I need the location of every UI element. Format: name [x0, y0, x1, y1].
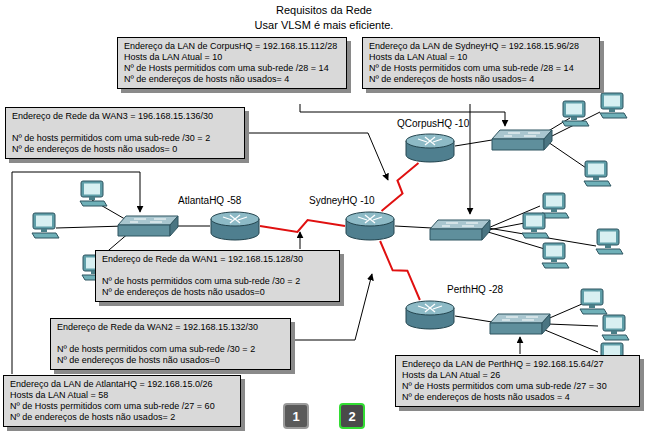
- callout-line: Hosts da LAN Atual = 10: [124, 52, 340, 63]
- router-shape: [345, 211, 395, 241]
- callout-line: Nº de Hosts permitidos com uma sub-rede …: [10, 401, 234, 412]
- router-shape: [405, 300, 455, 330]
- info-callout: Endereço de Rede da WAN3 = 196.168.15.13…: [5, 107, 245, 159]
- page-button: 2: [339, 403, 365, 429]
- info-callout: Endereço da LAN de SydneyHQ = 192.168.15…: [362, 37, 600, 89]
- callout-line: Hosts da LAN Atual = 10: [369, 52, 593, 63]
- callout-line: Nº de endereços de hosts não usados=0: [102, 287, 333, 298]
- info-callout: Endereço da LAN de CorpusHQ = 192.168.15…: [117, 37, 347, 89]
- info-callout: Endereço de Rede da WAN2 = 192.168.15.13…: [50, 318, 291, 370]
- callout-line: Nº de endereços de hosts não usados= 0: [12, 144, 238, 155]
- router-icon: SydneyHQ -10: [345, 211, 395, 241]
- callout-line: Hosts da LAN Atual = 58: [10, 390, 234, 401]
- callout-line: Endereço de Rede da WAN1 = 192.168.15.12…: [102, 254, 333, 265]
- button-number: 2: [348, 409, 355, 424]
- callout-line: Nº de endereços de hosts não usados= 4: [124, 74, 340, 85]
- serial-link: [260, 220, 345, 232]
- router-shape: [210, 211, 260, 241]
- subtitle-note: Usar VLSM é mais eficiente.: [0, 19, 648, 31]
- router-label: QCorpusHQ -10: [397, 118, 469, 130]
- callout-line: Nº de hosts permitidos com uma sub-rede …: [12, 133, 238, 144]
- callout-line: Endereço de Rede da WAN2 = 192.168.15.13…: [57, 322, 284, 333]
- router-icon: QCorpusHQ -10: [405, 133, 455, 163]
- callout-line: Endereço de Rede da WAN3 = 196.168.15.13…: [12, 111, 238, 122]
- callout-line: Hosts da LAN Atual = 26: [402, 370, 633, 381]
- callout-line: Nº de endereços de hosts não usados=0: [57, 355, 284, 366]
- callout-line: Endereço da LAN de CorpusHQ = 192.168.15…: [124, 41, 340, 52]
- serial-link: [382, 163, 419, 211]
- callout-line: Nº de Hosts permitidos com uma sub-rede …: [402, 381, 633, 392]
- callout-line: Endereço da LAN de AtlantaHQ = 192.168.1…: [10, 379, 234, 390]
- serial-link: [380, 241, 420, 300]
- button-number: 1: [292, 409, 299, 424]
- callout-line: Nº de Hosts permitidos com uma sub-rede …: [369, 63, 593, 74]
- callout-line: Nº de hosts permitidos com uma sub-rede …: [102, 276, 333, 287]
- callout-line: Nº de hosts permitidos com uma sub-rede …: [57, 344, 284, 355]
- router-icon: AtlantaHQ -58: [210, 211, 260, 241]
- diagram-title: Requisitos da Rede: [0, 4, 648, 16]
- info-callout: Endereço da LAN de PerthHQ = 192.168.15.…: [395, 355, 640, 407]
- router-label: PerthHQ -28: [447, 284, 503, 296]
- callout-line: Nº de Hosts permitidos com uma sub-rede …: [124, 63, 340, 74]
- router-shape: [405, 133, 455, 163]
- router-label: SydneyHQ -10: [309, 195, 375, 207]
- info-callout: Endereço da LAN de AtlantaHQ = 192.168.1…: [3, 375, 241, 427]
- info-callout: Endereço de Rede da WAN1 = 192.168.15.12…: [95, 250, 340, 302]
- callout-line: Endereço da LAN de PerthHQ = 192.168.15.…: [402, 359, 633, 370]
- callout-line: Nº de endereços de hosts não usados = 4: [402, 392, 633, 403]
- callout-line: Endereço da LAN de SydneyHQ = 192.168.15…: [369, 41, 593, 52]
- page-button: 1: [283, 403, 309, 429]
- callout-line: Nº de endereços de hosts não usados= 4: [369, 74, 593, 85]
- router-label: AtlantaHQ -58: [178, 195, 241, 207]
- callout-line: Nº de endereços de hosts não usados= 2: [10, 412, 234, 423]
- router-icon: PerthHQ -28: [405, 300, 455, 330]
